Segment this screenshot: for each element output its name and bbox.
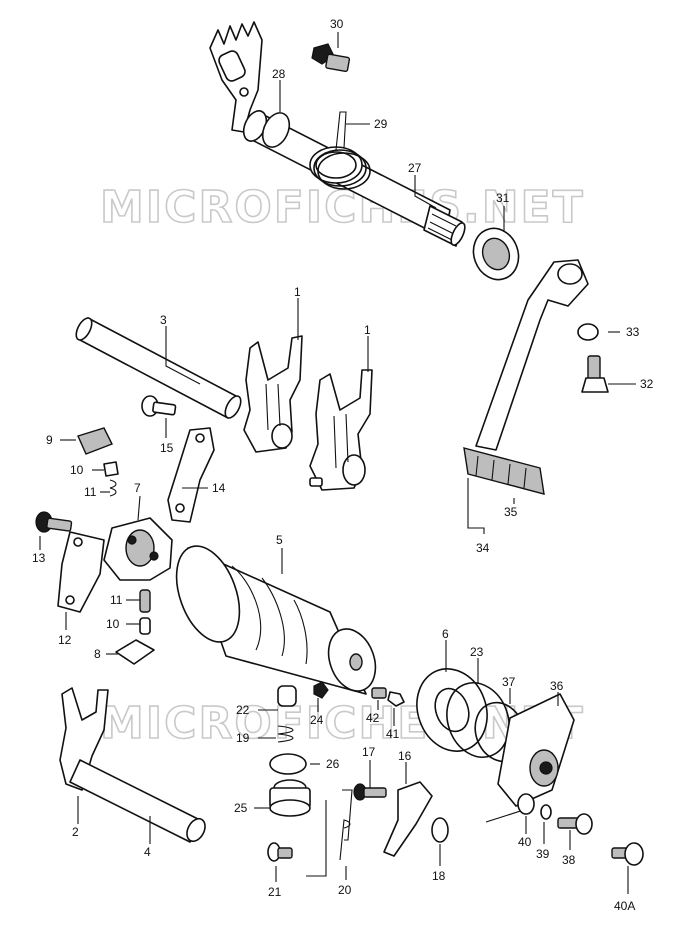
label-23: 23 (470, 645, 484, 659)
bolt-32 (581, 355, 609, 393)
pin-10-upper (103, 461, 119, 477)
label-29: 29 (374, 117, 388, 131)
stopper-8 (115, 639, 155, 665)
label-24: 24 (310, 713, 324, 727)
spring-20 (339, 789, 353, 861)
spring-19 (277, 725, 294, 743)
label-35: 35 (504, 505, 518, 519)
label-27: 27 (408, 161, 422, 175)
label-20: 20 (338, 883, 352, 897)
shift-fork-upper-left (243, 335, 303, 453)
label-9: 9 (46, 433, 53, 447)
watermark-bottom: MICROFICHES.NET (100, 698, 585, 749)
label-14: 14 (212, 481, 226, 495)
spring-11-lower (139, 589, 151, 613)
label-33: 33 (626, 325, 640, 339)
label-10b: 10 (106, 617, 120, 631)
label-30: 30 (330, 17, 344, 31)
label-6: 6 (442, 627, 449, 641)
spring-42 (371, 687, 387, 699)
label-4: 4 (144, 845, 151, 859)
label-38: 38 (562, 853, 576, 867)
washer-39 (540, 804, 552, 820)
label-5: 5 (276, 533, 283, 547)
label-40: 40 (518, 835, 532, 849)
gearshift-cam (175, 545, 377, 695)
washer-33 (577, 323, 599, 341)
label-41: 41 (386, 727, 400, 741)
shift-fork-lower (59, 687, 206, 843)
shift-fork-upper-right (309, 369, 373, 491)
plate-hole-bottom (65, 595, 75, 605)
plate-hole-top (73, 537, 83, 547)
label-28: 28 (272, 67, 286, 81)
label-3: 3 (160, 313, 167, 327)
leader-lines (39, 32, 636, 894)
pin-22 (277, 685, 297, 707)
label-22: 22 (236, 703, 250, 717)
stopper-plate-12 (57, 531, 105, 613)
bolt-21 (267, 842, 293, 862)
oil-seal (472, 227, 520, 281)
pin-10-lower (139, 617, 151, 635)
label-42: 42 (366, 711, 380, 725)
screw-15 (141, 395, 177, 417)
label-21: 21 (268, 885, 282, 899)
label-16: 16 (398, 749, 412, 763)
label-18: 18 (432, 869, 446, 883)
bolt-17 (353, 783, 387, 801)
washer-18 (431, 817, 449, 843)
bolt-13 (35, 511, 73, 533)
shift-lever (463, 259, 589, 495)
plug-25 (269, 779, 311, 817)
watermark-top: MICROFICHES.NET (100, 182, 585, 233)
label-32: 32 (640, 377, 654, 391)
screw-38 (557, 813, 593, 835)
label-11a: 11 (84, 485, 97, 499)
label-1b: 1 (364, 323, 371, 337)
label-37: 37 (502, 675, 516, 689)
label-17: 17 (362, 745, 376, 759)
pin-41 (387, 691, 405, 707)
stopper-bolt (311, 43, 351, 72)
label-40A: 40A (614, 899, 635, 913)
washer-6 (416, 668, 488, 752)
screw-40A (611, 842, 644, 866)
washer-40 (517, 793, 535, 815)
label-11b: 11 (110, 593, 123, 607)
part-labels: 30 28 29 27 31 1 1 3 15 9 10 11 7 14 13 … (32, 17, 654, 913)
label-19: 19 (236, 731, 250, 745)
gasket-23 (446, 682, 510, 758)
label-2: 2 (72, 825, 79, 839)
label-31: 31 (496, 191, 510, 205)
neutral-switch-36 (485, 693, 575, 823)
label-25: 25 (234, 801, 248, 815)
cam-stopper-plate (167, 427, 215, 523)
label-34: 34 (476, 541, 490, 555)
return-spring (309, 111, 371, 190)
gearshift-cam-driven (103, 517, 173, 581)
oring-26 (269, 753, 307, 775)
label-7: 7 (134, 481, 141, 495)
label-12: 12 (58, 633, 72, 647)
label-13: 13 (32, 551, 46, 565)
label-39: 39 (536, 847, 550, 861)
label-8: 8 (94, 647, 101, 661)
spring-11-upper (109, 479, 117, 497)
arm-16 (383, 781, 433, 857)
label-15: 15 (160, 441, 174, 455)
fork-shaft (75, 317, 242, 419)
stopper-block (77, 427, 113, 455)
label-10a: 10 (70, 463, 84, 477)
bolt-24 (313, 681, 329, 699)
label-36: 36 (550, 679, 564, 693)
label-26: 26 (326, 757, 340, 771)
label-1a: 1 (294, 285, 301, 299)
